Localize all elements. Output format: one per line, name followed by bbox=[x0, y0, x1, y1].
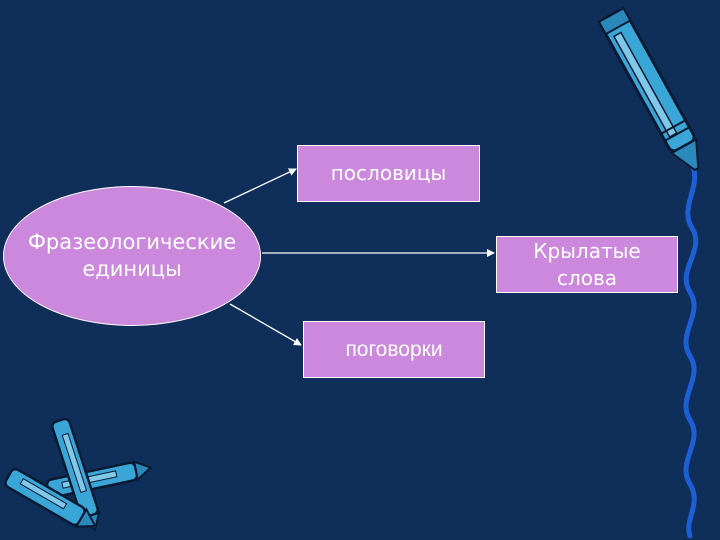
node-sayings-label: поговорки bbox=[345, 338, 443, 361]
crayon-icon bbox=[597, 6, 700, 172]
center-node-label: Фразеологические единицы bbox=[27, 230, 237, 281]
squiggle-line bbox=[683, 157, 699, 539]
node-catchphrases: Крылатые слова bbox=[496, 236, 678, 293]
center-node: Фразеологические единицы bbox=[3, 186, 261, 326]
node-catchphrases-label: Крылатые слова bbox=[533, 238, 641, 290]
arrow-to-bottom bbox=[229, 303, 302, 346]
crayons-icon bbox=[4, 417, 153, 532]
node-proverbs: пословицы bbox=[297, 145, 480, 202]
node-proverbs-label: пословицы bbox=[330, 161, 447, 185]
node-sayings: поговорки bbox=[303, 321, 485, 378]
arrow-to-top bbox=[223, 168, 297, 204]
